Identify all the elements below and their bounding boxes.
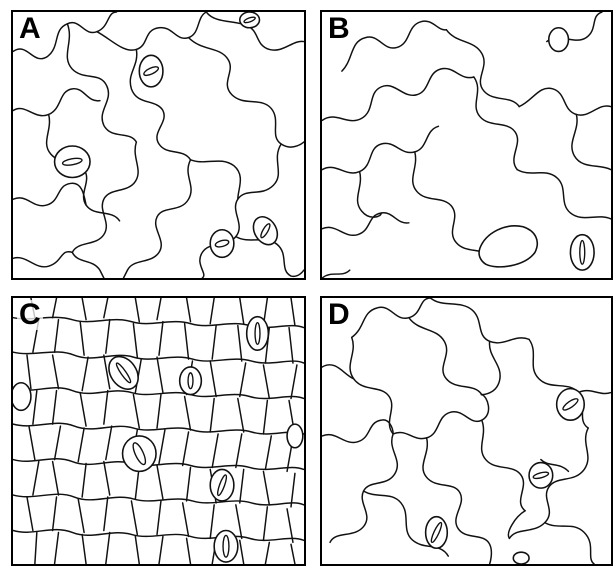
panel-c-cell-outlines <box>13 298 304 564</box>
stoma <box>13 383 31 411</box>
panel-a: A <box>11 10 306 280</box>
stoma <box>549 28 569 52</box>
panel-label-b: B <box>326 14 352 44</box>
stoma <box>287 424 303 448</box>
panel-d-cell-outlines <box>322 298 611 564</box>
panel-label-a: A <box>17 14 43 44</box>
panel-d: D <box>320 296 613 566</box>
panel-c: C <box>11 296 306 566</box>
panel-a-cell-outlines <box>13 12 304 278</box>
panel-label-d: D <box>326 300 352 330</box>
stoma <box>513 552 529 564</box>
panel-label-c: C <box>17 300 43 330</box>
panel-b-cell-outlines <box>322 12 611 278</box>
panel-b: B <box>320 10 613 280</box>
guard-cell <box>479 226 537 267</box>
